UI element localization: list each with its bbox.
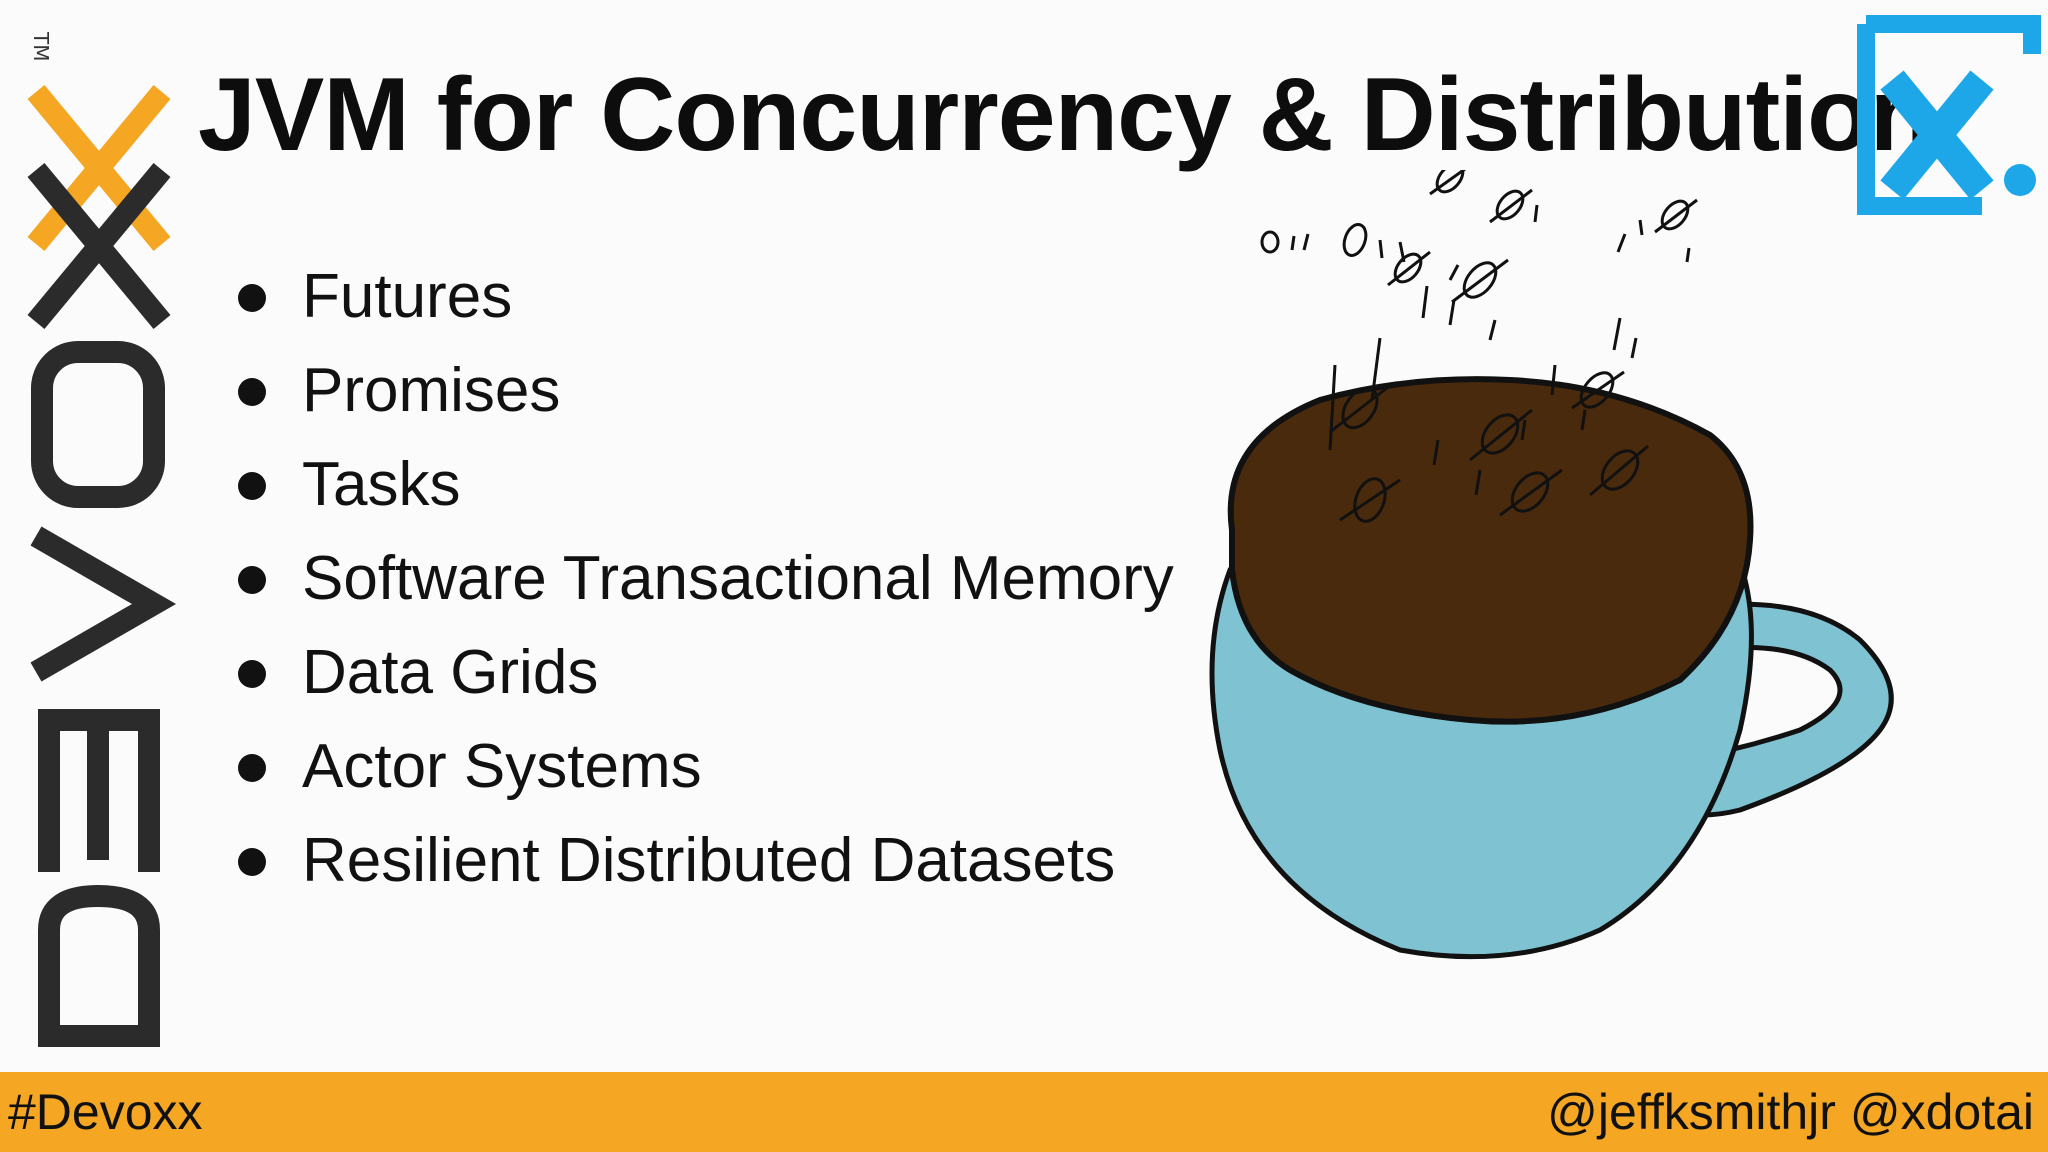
slide-title: JVM for Concurrency & Distribution bbox=[198, 57, 1933, 173]
devoxx-d-letter bbox=[38, 884, 160, 1047]
bullet-text: Software Transactional Memory bbox=[302, 544, 1174, 613]
footer-twitter-handles: @jeffksmithjr @xdotai bbox=[1547, 1084, 2034, 1140]
bullet-text: Tasks bbox=[302, 450, 461, 519]
bullet-text: Futures bbox=[302, 262, 513, 331]
bullet-item: Promises bbox=[236, 344, 1174, 438]
bullet-dot-icon bbox=[238, 566, 266, 594]
bullet-text: Promises bbox=[302, 356, 561, 425]
bullet-text: Resilient Distributed Datasets bbox=[302, 826, 1116, 895]
bullet-item: Software Transactional Memory bbox=[236, 532, 1174, 626]
bullet-dot-icon bbox=[238, 284, 266, 312]
bullet-dot-icon bbox=[238, 848, 266, 876]
svg-text:TM: TM bbox=[29, 31, 53, 61]
devoxx-e-letter bbox=[38, 709, 160, 872]
bullet-dot-icon bbox=[238, 378, 266, 406]
bullet-dot-icon bbox=[238, 660, 266, 688]
devoxx-v-letter bbox=[30, 526, 177, 682]
bullet-item: Futures bbox=[236, 250, 1174, 344]
bullet-dot-icon bbox=[238, 472, 266, 500]
coffee-cup-with-steam-icon bbox=[1209, 170, 1894, 960]
devoxx-o-letter bbox=[31, 341, 165, 508]
steam-bits bbox=[1260, 170, 1698, 523]
footer-bar: #Devoxx @jeffksmithjr @xdotai bbox=[0, 1072, 2048, 1152]
bullet-item: Tasks bbox=[236, 438, 1174, 532]
bullet-item: Actor Systems bbox=[236, 720, 1174, 814]
footer-hashtag: #Devoxx bbox=[8, 1084, 203, 1140]
devoxx-vertical-logo: TM bbox=[27, 31, 177, 1047]
bullet-item: Data Grids bbox=[236, 626, 1174, 720]
bullet-list: Futures Promises Tasks Software Transact… bbox=[236, 250, 1174, 908]
bullet-dot-icon bbox=[238, 754, 266, 782]
coffee-surface bbox=[1227, 376, 1754, 725]
devoxx-x-mark bbox=[27, 84, 171, 330]
bullet-text: Data Grids bbox=[302, 638, 599, 707]
bullet-text: Actor Systems bbox=[302, 732, 702, 801]
bullet-item: Resilient Distributed Datasets bbox=[236, 814, 1174, 908]
x-dot-logo-icon bbox=[1857, 15, 2041, 215]
